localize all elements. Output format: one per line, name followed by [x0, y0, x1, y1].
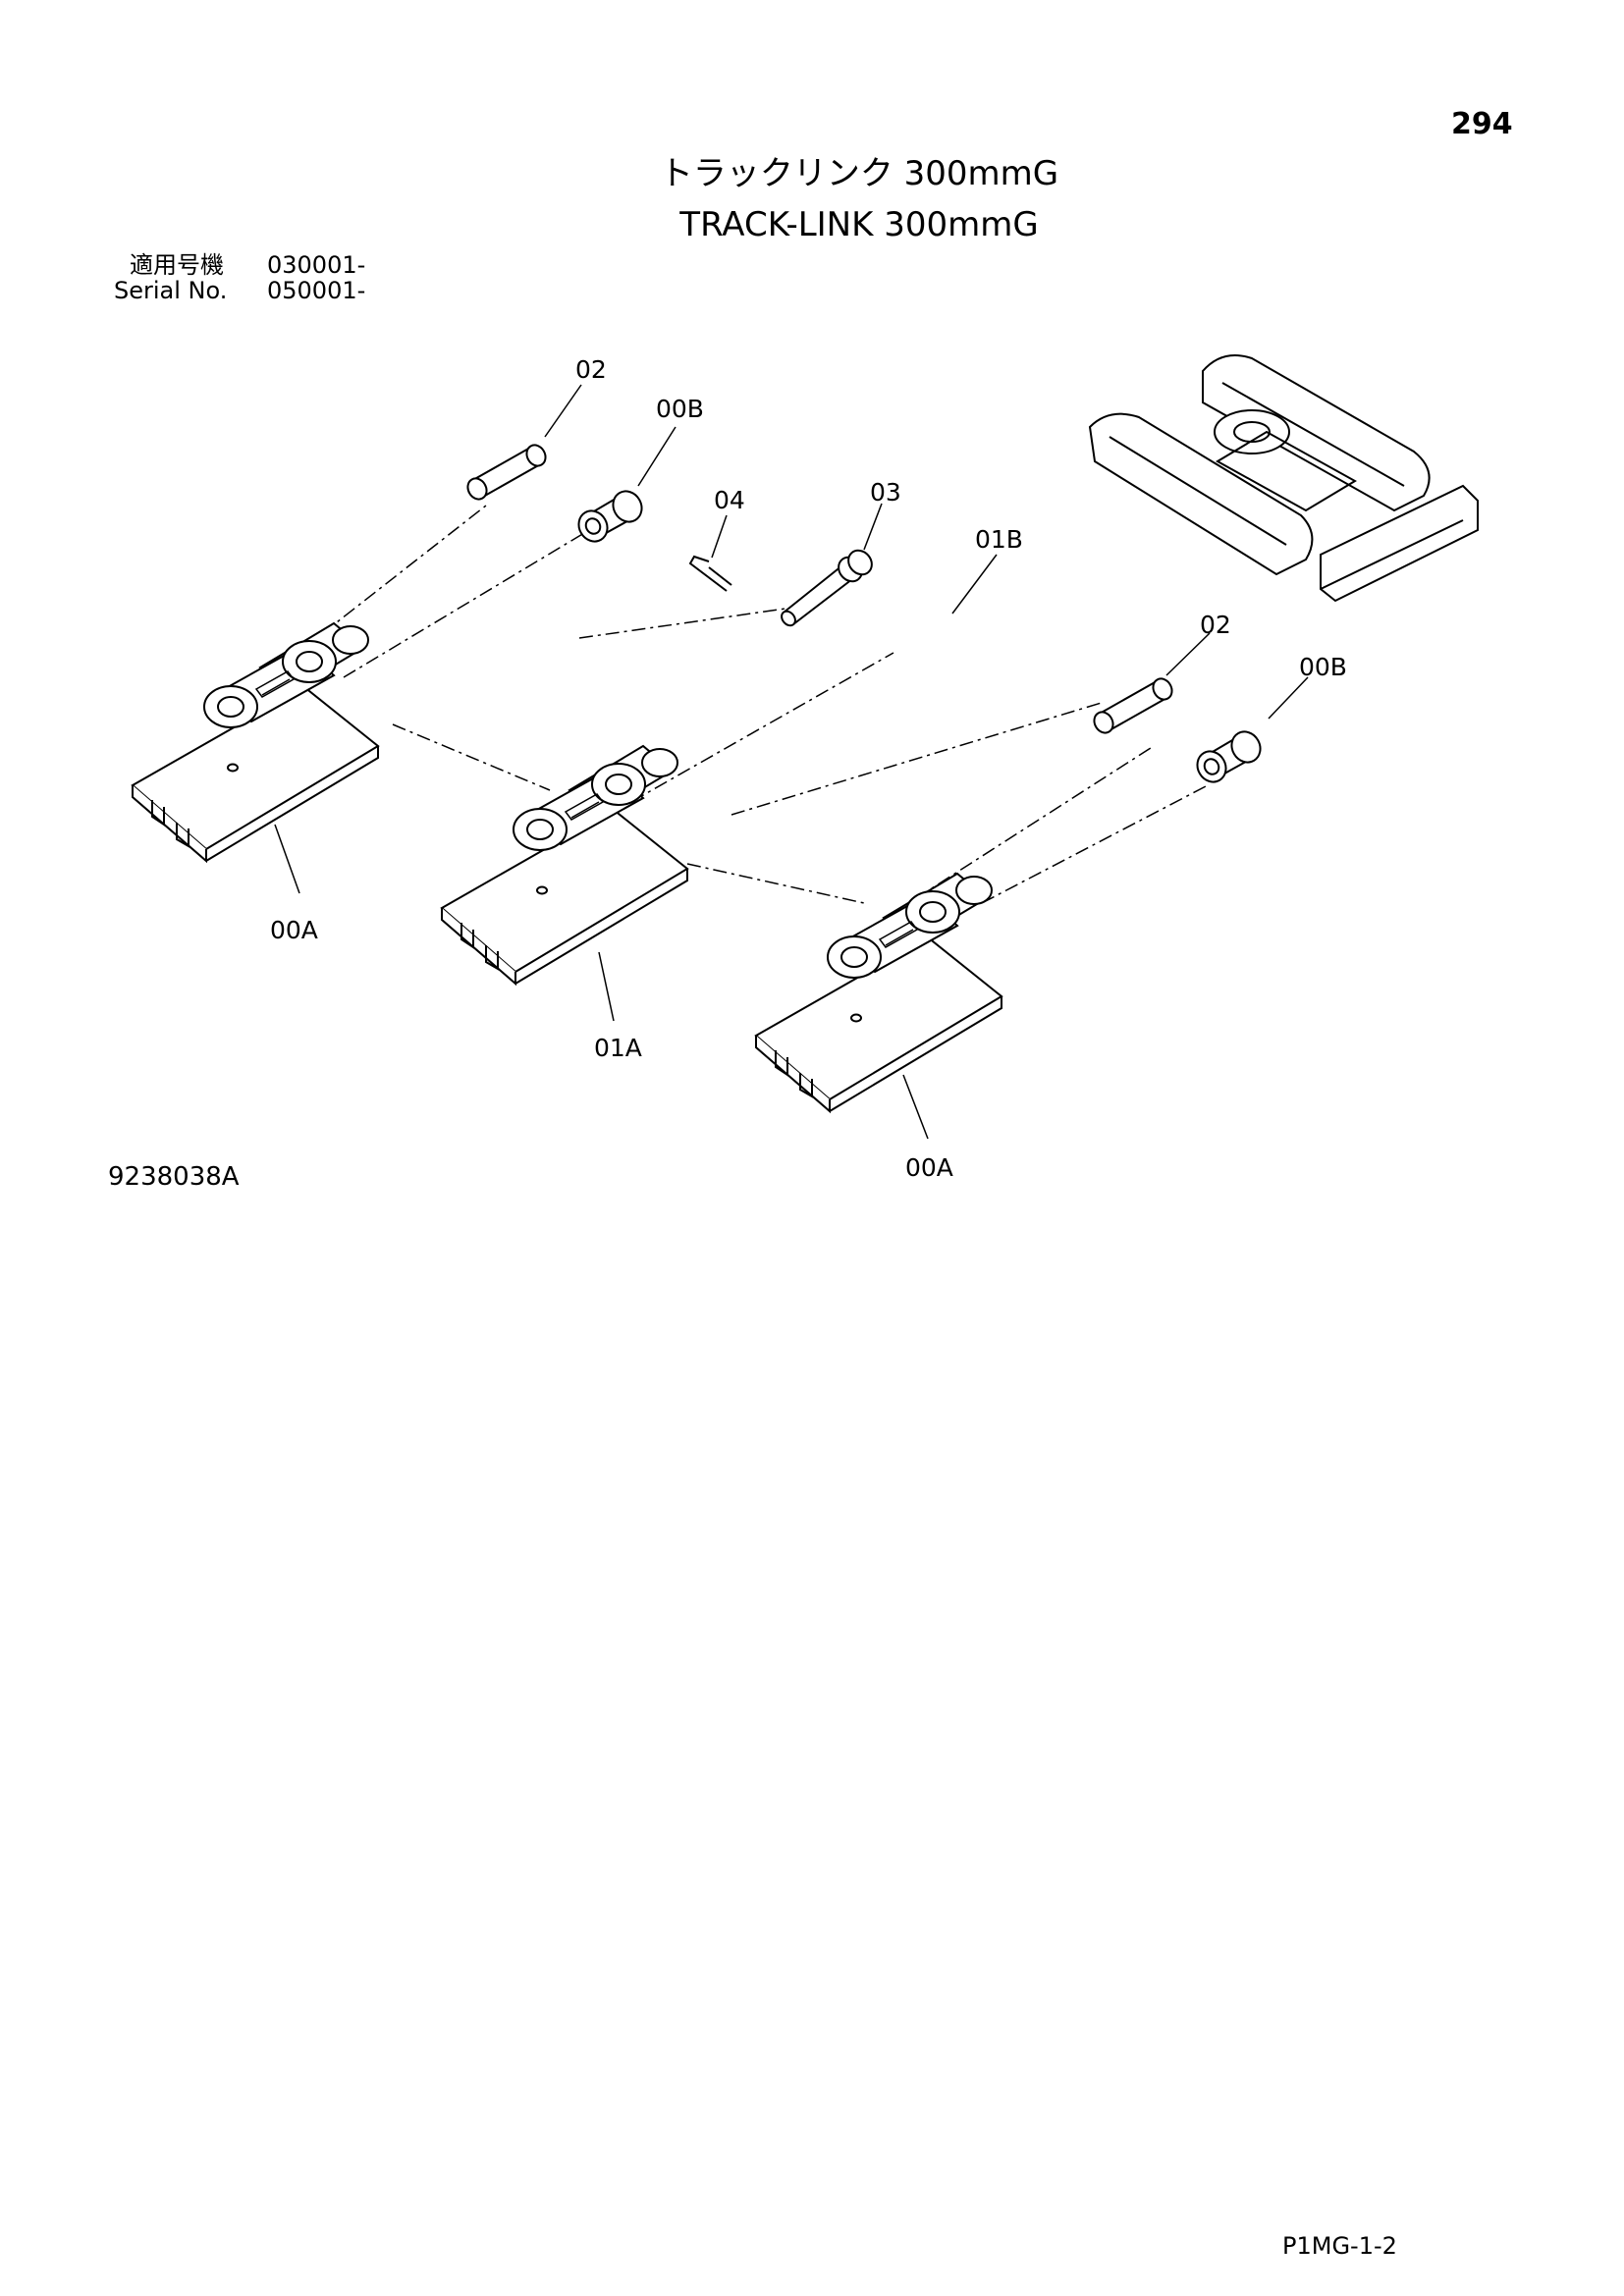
page-number: 294	[1451, 107, 1513, 141]
serial-label-japanese: 適用号機	[130, 251, 224, 279]
callout-00A: 00A	[905, 1153, 953, 1182]
serial-value-english: 050001-	[267, 277, 366, 304]
callout-04: 04	[714, 486, 745, 514]
callout-02: 02	[575, 355, 607, 384]
title-japanese: トラックリンク 300mmG	[659, 154, 1059, 193]
serial-value-japanese: 030001-	[267, 251, 366, 279]
pin-03	[781, 549, 873, 627]
callout-00A: 00A	[270, 916, 318, 944]
callout-01A: 01A	[594, 1034, 642, 1062]
figure-code: 9238038A	[108, 1162, 240, 1192]
sheet-code: P1MG-1-2	[1282, 2232, 1397, 2260]
cotter-pin-04	[688, 555, 732, 592]
callout-01B: 01B	[975, 525, 1023, 554]
title-english: TRACK-LINK 300mmG	[679, 205, 1039, 244]
callout-02: 02	[1200, 611, 1231, 639]
serial-label-english: Serial No.	[114, 277, 228, 304]
callout-03: 03	[870, 478, 901, 507]
machine-thumbnail	[1088, 354, 1479, 603]
callout-00B: 00B	[656, 395, 704, 423]
callout-00B: 00B	[1299, 653, 1347, 681]
